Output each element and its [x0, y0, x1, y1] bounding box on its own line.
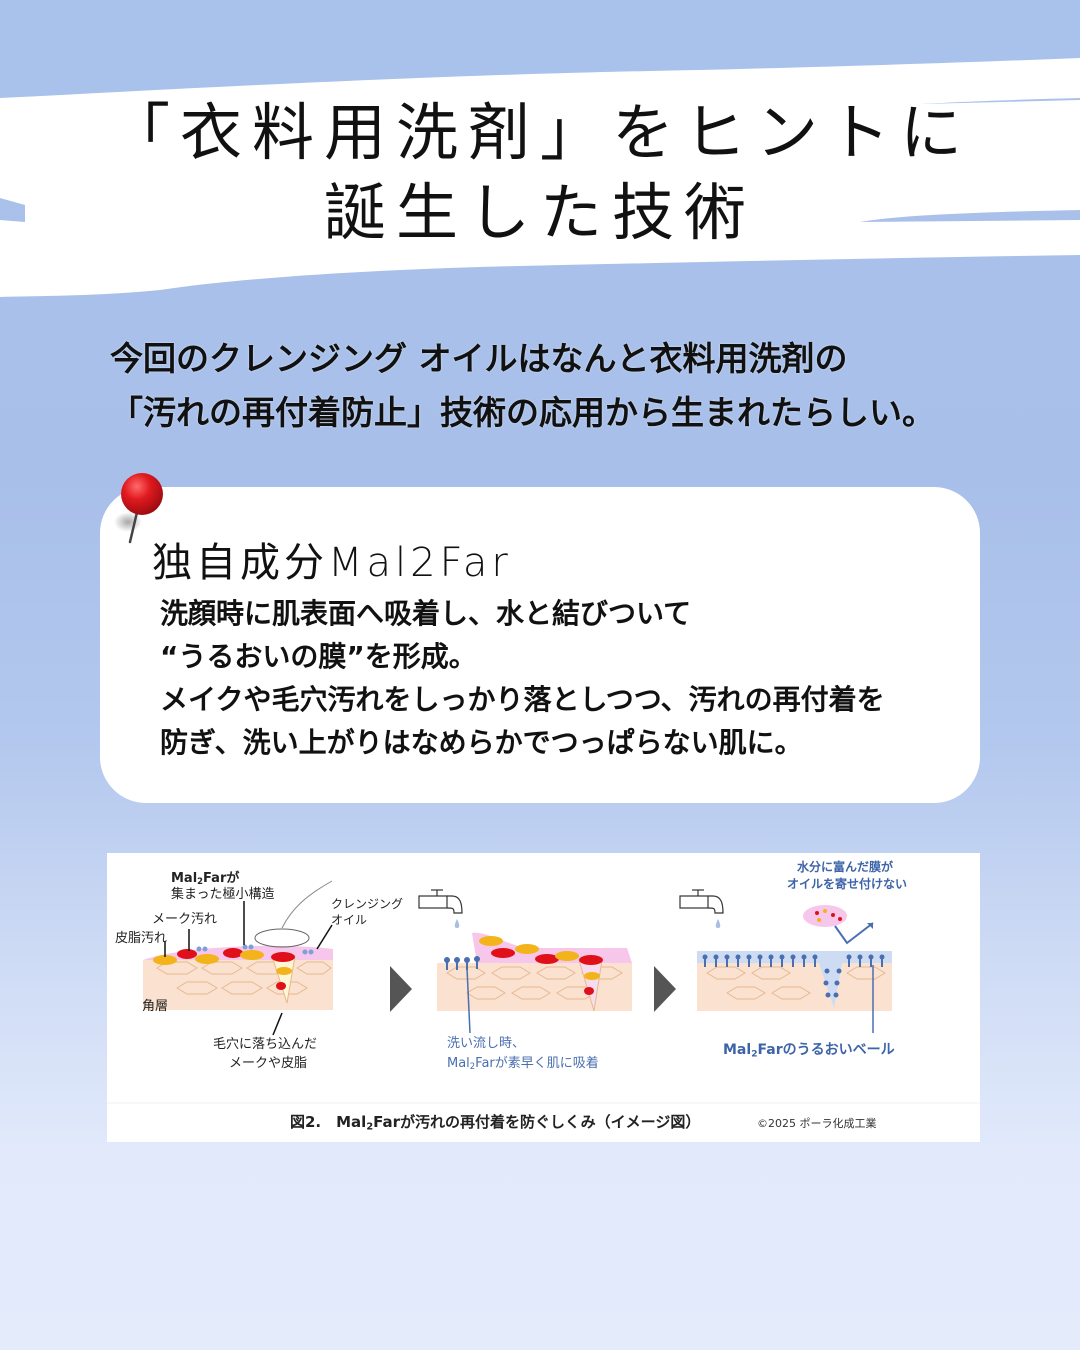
panel-1-skin-illustration: [143, 880, 333, 1036]
card-body: 洗顔時に肌表面へ吸着し、水と結びついて “うるおいの膜”を形成。 メイクや毛穴汚…: [160, 592, 960, 764]
page-title-line-2: 誕生した技術: [323, 176, 756, 249]
faucet-icon: [418, 889, 463, 914]
label-water-film-1: 水分に富んだ膜が: [797, 860, 894, 874]
panel-3-skin-illustration: [679, 889, 892, 1033]
panel-2-skin-illustration: [418, 889, 632, 1034]
label-stratum-corneum: 角層: [142, 999, 169, 1014]
label-moisture-veil: Mal2Farのうるおいベール: [723, 1042, 895, 1060]
intro-text-line-1: 今回のクレンジング オイルはなんと衣料用洗剤の: [110, 339, 848, 378]
label-pore-dirt-2: メークや皮脂: [229, 1056, 308, 1071]
label-makeup-dirt: メーク汚れ: [152, 912, 218, 927]
label-mal2far: Mal2Farが: [171, 871, 240, 887]
card-heading: 独自成分Mal2Far: [152, 540, 512, 586]
label-sebum-dirt: 皮脂汚れ: [115, 931, 168, 946]
diagram-illustration: [107, 880, 980, 1104]
card-body-line-2: “うるおいの膜”を形成。: [160, 640, 477, 673]
faucet-icon: [679, 889, 724, 914]
step-arrow-1: [390, 966, 412, 1012]
label-cleansing-oil-2: オイル: [331, 913, 368, 927]
figure-copyright: ©2025 ポーラ化成工業: [757, 1117, 877, 1130]
label-pore-dirt-1: 毛穴に落ち込んだ: [213, 1037, 318, 1052]
info-card: [100, 487, 980, 803]
red-pushpin-icon: [114, 473, 163, 544]
label-cleansing-oil-1: クレンジング: [331, 897, 404, 911]
label-rinse-2: Mal2Farが素早く肌に吸着: [447, 1056, 599, 1072]
label-rinse-1: 洗い流し時、: [447, 1036, 526, 1051]
label-water-film-2: オイルを寄せ付けない: [787, 877, 908, 891]
card-body-line-1: 洗顔時に肌表面へ吸着し、水と結びついて: [160, 597, 692, 630]
intro-text-line-2: 「汚れの再付着防止」技術の応用から生まれたらしい。: [110, 393, 935, 432]
step-arrow-2: [654, 966, 676, 1012]
page-title-line-1: 「衣料用洗剤」をヒントに: [107, 96, 972, 169]
brush-stroke-banner: [0, 58, 1080, 297]
label-structure: 集まった極小構造: [171, 887, 275, 902]
card-body-line-4: 防ぎ、洗い上がりはなめらかでつっぱらない肌に。: [160, 726, 803, 759]
figure-caption: 図2. Mal2Farが汚れの再付着を防ぐしくみ（イメージ図）: [290, 1113, 701, 1133]
mechanism-diagram: Mal2Farが 集まった極小構造 メーク汚れ 皮脂汚れ クレンジング オイル …: [107, 853, 980, 1142]
card-body-line-3: メイクや毛穴汚れをしっかり落としつつ、汚れの再付着を: [160, 683, 885, 716]
